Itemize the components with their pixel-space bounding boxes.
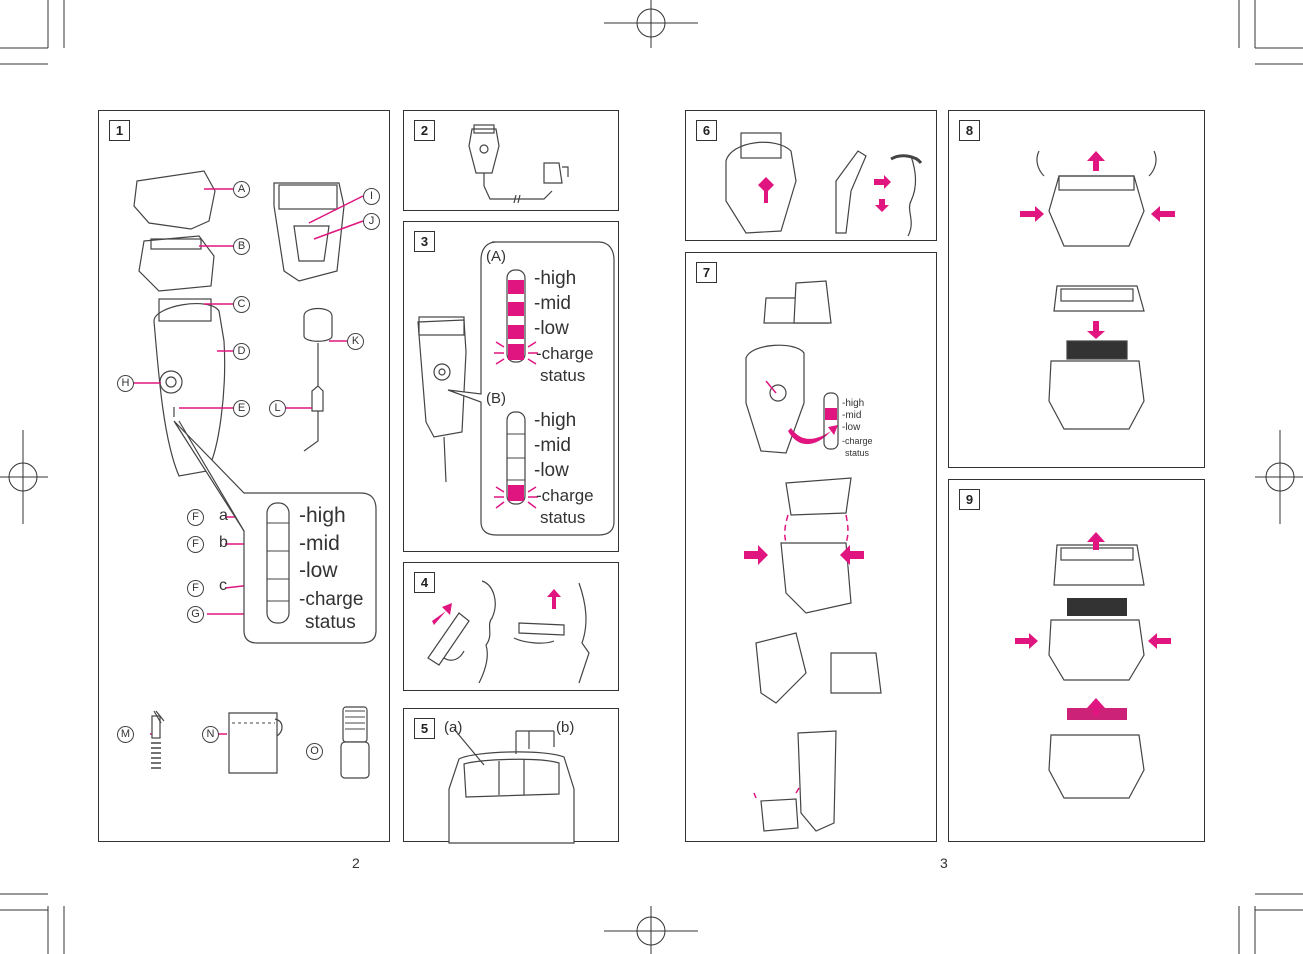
label-b: (b) — [556, 719, 575, 736]
b-mid-label: -mid — [534, 435, 571, 456]
indicator-low-label: -low — [299, 559, 338, 582]
indicator-high-label: -high — [299, 504, 346, 527]
panel-number: 9 — [959, 489, 980, 510]
b-high-label: -high — [534, 410, 577, 431]
panel-number: 5 — [414, 718, 435, 739]
panel-number: 8 — [959, 120, 980, 141]
indicator-mid-label: -mid — [842, 410, 862, 421]
part-label-f3: F — [187, 580, 204, 597]
panel-number: 7 — [696, 262, 717, 283]
page-number-right: 3 — [940, 855, 948, 871]
panel-5-illustration — [448, 728, 575, 844]
a-low-label: -low — [534, 318, 569, 339]
label-a: (a) — [444, 719, 463, 736]
part-label-l: L — [269, 400, 286, 417]
panel-7-cleaning: 7 -high -mid -low -charge status — [685, 252, 937, 842]
panel-3-charge-indicator: 3 (A) (B) -high -mid -low -charge status… — [403, 221, 619, 552]
part-label-b: B — [233, 238, 250, 255]
panel-number: 1 — [109, 120, 130, 141]
panel-number: 6 — [696, 120, 717, 141]
panel-8-illustration — [1020, 150, 1175, 430]
part-label-g: G — [187, 606, 204, 623]
panel-9-illustration — [1015, 532, 1171, 799]
part-label-f1: F — [187, 509, 204, 526]
label-b: (B) — [486, 390, 506, 407]
panel-5-foil-detail: 5 (a) (b) — [403, 708, 619, 844]
panel-6-trimmer: 6 — [685, 110, 937, 241]
panel-number: 2 — [414, 120, 435, 141]
label-a: (A) — [486, 248, 506, 265]
indicator-charge-label: -charge — [842, 436, 873, 446]
panel-number: 4 — [414, 572, 435, 593]
panel-7-illustration — [744, 280, 882, 832]
part-label-m: M — [117, 726, 134, 743]
b-low-label: -low — [534, 460, 569, 481]
part-label-n: N — [202, 726, 219, 743]
part-label-f2: F — [187, 536, 204, 553]
page-number-left: 2 — [352, 855, 360, 871]
a-high-label: -high — [534, 268, 577, 289]
part-label-c: C — [233, 296, 250, 313]
part-label-j: J — [363, 213, 380, 230]
panel-1-illustration — [133, 170, 377, 779]
panel-3-illustration — [417, 241, 615, 536]
panel-4-shaving-angle: 4 — [403, 562, 619, 691]
panel-2-illustration — [468, 124, 569, 204]
panel-9-reattach: 9 — [948, 479, 1205, 842]
panel-8-remove-frame: 8 — [948, 110, 1205, 468]
part-label-e: E — [233, 400, 250, 417]
panel-2-charging: 2 — [403, 110, 619, 211]
part-label-a: A — [233, 181, 250, 198]
sub-label-b: b — [219, 534, 228, 551]
a-charge-label: -charge — [536, 344, 594, 363]
b-charge-label: -charge — [536, 486, 594, 505]
a-mid-label: -mid — [534, 293, 571, 314]
indicator-mid-label: -mid — [299, 532, 340, 555]
sub-label-a: a — [219, 507, 228, 524]
a-status-label: status — [540, 366, 586, 385]
indicator-high-label: -high — [842, 398, 865, 409]
b-status-label: status — [540, 508, 586, 527]
part-label-h: H — [117, 375, 134, 392]
part-label-d: D — [233, 343, 250, 360]
part-label-i: I — [363, 188, 380, 205]
part-label-o: O — [306, 743, 323, 760]
sub-label-c: c — [219, 577, 227, 594]
panel-4-illustration — [427, 580, 590, 684]
panel-number: 3 — [414, 231, 435, 252]
indicator-low-label: -low — [842, 422, 861, 433]
panel-6-illustration — [725, 132, 923, 237]
indicator-charge-label: -charge — [299, 589, 364, 610]
indicator-status-label: status — [305, 612, 356, 633]
indicator-status-label: status — [845, 448, 870, 458]
panel-1-parts: 1 — [98, 110, 390, 842]
part-label-k: K — [347, 333, 364, 350]
